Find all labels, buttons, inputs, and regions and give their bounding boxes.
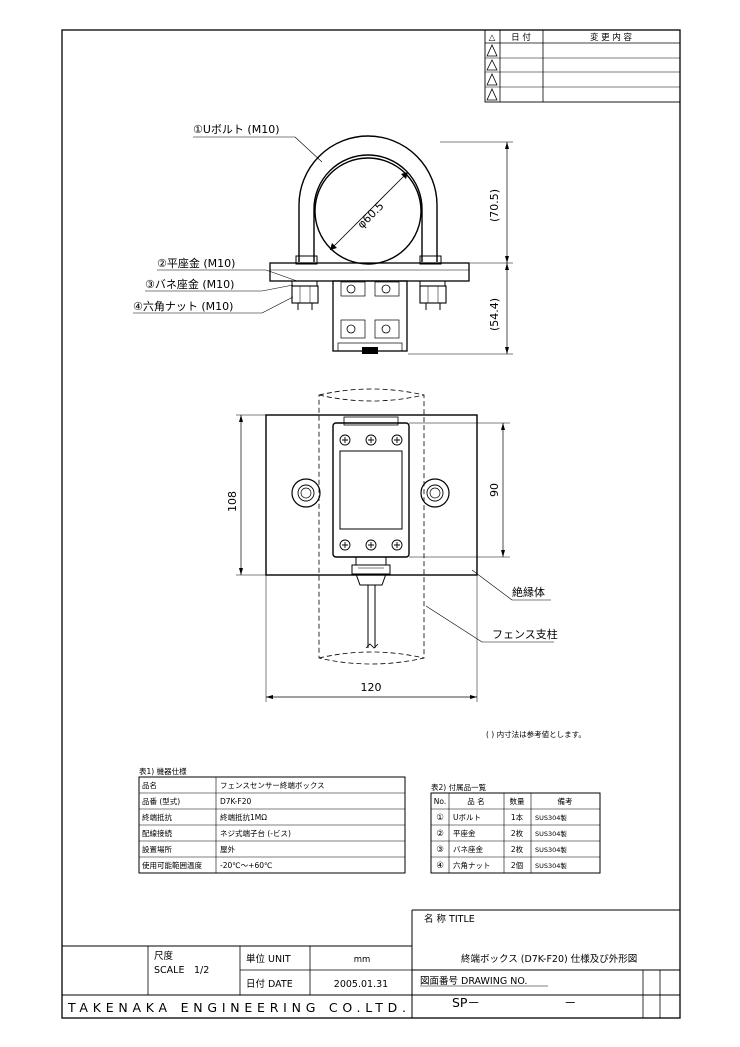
parts-cell: SUS304製 <box>535 829 567 838</box>
parts-cell: 1本 <box>511 812 524 822</box>
spec-table-caption: 表1) 機器仕様 <box>139 766 187 776</box>
parts-cell: SUS304製 <box>535 845 567 854</box>
revision-header-mark: △ <box>489 33 496 43</box>
pipe-section <box>314 157 422 265</box>
parts-cell: ④ <box>436 861 444 871</box>
drawing-no-label: 図面番号 DRAWING NO. <box>420 975 527 987</box>
company-name: TAKENAKA ENGINEERING CO.LTD. <box>67 1000 406 1015</box>
callout-spring-washer: ③バネ座金 (M10) <box>145 277 234 291</box>
spec-row-label: 品番 (型式) <box>142 796 180 806</box>
date-label: 日付 DATE <box>246 979 293 990</box>
revision-table: △ 日 付 変 更 内 容 <box>484 29 681 103</box>
drawing-number-suffix: － <box>564 995 577 1010</box>
parts-cell: ② <box>436 829 444 839</box>
revision-header-date: 日 付 <box>511 32 531 43</box>
callout-insulator: 絶縁体 <box>512 585 545 599</box>
side-view: φ60.5 (70.5 <box>269 135 513 355</box>
dim-plate-height: 108 <box>226 491 239 512</box>
spec-row-value: -20℃～+60℃ <box>220 861 272 870</box>
hex-nut-left <box>291 285 319 304</box>
nut-right-front <box>420 478 450 508</box>
spec-row-label: 配線接続 <box>142 828 172 838</box>
parts-cell: 2枚 <box>511 828 524 838</box>
parts-header: 備考 <box>558 796 573 806</box>
scale-label-en: SCALE <box>154 965 184 976</box>
spec-row-value: ネジ式端子台 (-ビス) <box>220 828 291 838</box>
mount-plate-front <box>265 414 478 576</box>
spec-row-label: 品名 <box>142 780 157 790</box>
parts-header: 数量 <box>510 796 525 806</box>
callout-hex-nut: ④六角ナット (M10) <box>133 300 233 313</box>
spec-row-label: 終端抵抗 <box>142 812 172 822</box>
cable-gland <box>355 556 387 566</box>
dim-box-height: 90 <box>488 483 501 497</box>
dim-pipe-diameter: φ60.5 <box>355 199 387 231</box>
drawing-title: 終端ボックス (D7K-F20) 仕様及び外形図 <box>461 953 637 965</box>
spec-row-value: フェンスセンサー終端ボックス <box>220 780 325 790</box>
reference-note: ( ) 内寸法は参考値とします。 <box>486 729 586 739</box>
mount-plate-side <box>269 262 470 282</box>
parts-table-caption: 表2) 付属品一覧 <box>431 782 487 792</box>
revision-header-content: 変 更 内 容 <box>590 32 633 43</box>
terminal-box-side <box>332 280 408 352</box>
spec-row-value: 屋外 <box>220 844 235 854</box>
revision-triangle-icons <box>486 44 498 101</box>
parts-cell: SUS304製 <box>535 861 567 870</box>
unit-label: 単位 UNIT <box>246 953 291 965</box>
parts-cell: バネ座金 <box>453 844 483 854</box>
spec-row-label: 設置場所 <box>142 844 172 854</box>
title-block: 名 称 TITLE 終端ボックス (D7K-F20) 仕様及び外形図 尺度 SC… <box>62 909 680 1018</box>
unit-value: mm <box>354 955 371 965</box>
parts-table: 表2) 付属品一覧 No. 品 名 数量 備考 ① Uボルト 1本 SUS304… <box>430 782 601 874</box>
parts-cell: 平座金 <box>453 828 476 838</box>
spec-row-value: D7K-F20 <box>220 797 251 806</box>
front-view: 108 90 120 絶縁体 フェンス支柱 <box>226 388 558 702</box>
spec-table: 表1) 機器仕様 品名 フェンスセンサー終端ボックス 品番 (型式) D7K-F… <box>138 766 406 874</box>
name-label: 名 称 TITLE <box>424 913 475 925</box>
dim-plate-width: 120 <box>361 681 382 694</box>
parts-cell: 2個 <box>511 860 523 870</box>
spec-row-label: 使用可能範囲温度 <box>142 860 202 870</box>
parts-header: No. <box>434 797 446 806</box>
parts-header: 品 名 <box>467 796 484 806</box>
fence-post-outline <box>318 388 425 665</box>
spec-row-value: 終端抵抗1MΩ <box>220 812 267 822</box>
screw-icon-tl <box>339 434 351 446</box>
dim-height-upper: (70.5) <box>488 189 501 222</box>
drawing-number: SP－ <box>452 995 480 1010</box>
date-value: 2005.01.31 <box>334 979 388 990</box>
callout-flat-washer: ②平座金 (M10) <box>157 256 235 270</box>
scale-label: 尺度 <box>154 950 174 962</box>
parts-cell: 六角ナット <box>453 860 491 870</box>
hex-nut-right <box>419 285 447 304</box>
dim-height-lower: (54.4) <box>488 298 501 331</box>
sheet-border <box>61 29 681 1019</box>
callout-fence-post: フェンス支柱 <box>492 627 558 641</box>
parts-cell: 2枚 <box>511 844 524 854</box>
nut-left-front <box>291 478 321 508</box>
u-bolt-outline <box>298 135 438 262</box>
terminal-box-front <box>332 422 410 558</box>
parts-cell: Uボルト <box>453 813 481 822</box>
parts-cell: ① <box>436 813 444 823</box>
callout-u-bolt: ①Uボルト (M10) <box>193 123 279 136</box>
scale-value: 1/2 <box>194 965 209 976</box>
parts-cell: SUS304製 <box>535 813 567 822</box>
side-callouts: ①Uボルト (M10) ②平座金 (M10) ③バネ座金 (M10) ④六角ナッ… <box>133 123 323 314</box>
parts-cell: ③ <box>436 845 444 855</box>
